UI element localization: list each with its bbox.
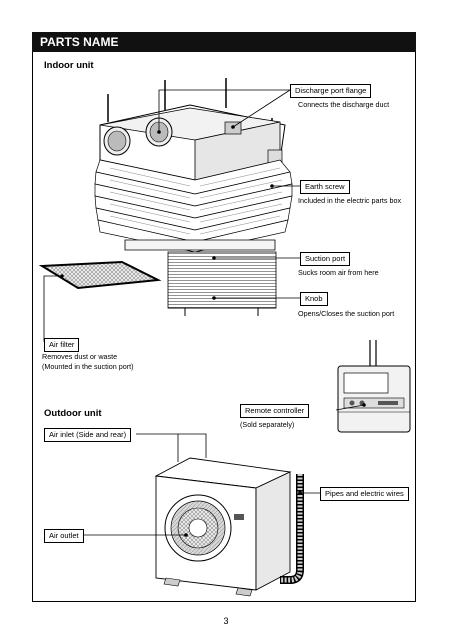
air-filter-desc-line2: (Mounted in the suction port) <box>42 362 134 371</box>
air-inlet-label: Air inlet (Side and rear) <box>44 428 132 442</box>
discharge-port-flange-label: Discharge port flange <box>290 84 372 98</box>
air-filter-drawing <box>38 260 162 290</box>
outdoor-unit-drawing <box>154 457 304 597</box>
knob-label: Knob <box>300 292 328 306</box>
indoor-unit-heading: Indoor unit <box>44 60 94 71</box>
page-number: 3 <box>223 616 229 626</box>
leader-lines <box>43 89 365 536</box>
earth-screw-label: Earth screw <box>300 180 350 194</box>
remote-controller-label: Remote controller <box>240 404 310 418</box>
outdoor-unit-heading: Outdoor unit <box>44 408 102 419</box>
suction-port-label: Suction port <box>300 252 351 266</box>
air-filter-desc-line1: Removes dust or waste <box>42 352 118 361</box>
indoor-unit-drawing <box>94 78 293 316</box>
air-outlet-label: Air outlet <box>44 529 84 543</box>
remote-controller-drawing <box>337 340 411 433</box>
pipes-and-wires-label: Pipes and electric wires <box>320 487 409 501</box>
page-title: PARTS NAME <box>32 32 416 52</box>
suction-port-desc: Sucks room air from here <box>298 268 379 277</box>
air-filter-label: Air filter <box>44 338 80 352</box>
discharge-port-flange-desc: Connects the discharge duct <box>298 100 390 109</box>
remote-controller-desc: (Sold separately) <box>240 420 295 429</box>
knob-desc: Opens/Closes the suction port <box>298 309 395 318</box>
earth-screw-desc: Included in the electric parts box <box>298 196 402 205</box>
